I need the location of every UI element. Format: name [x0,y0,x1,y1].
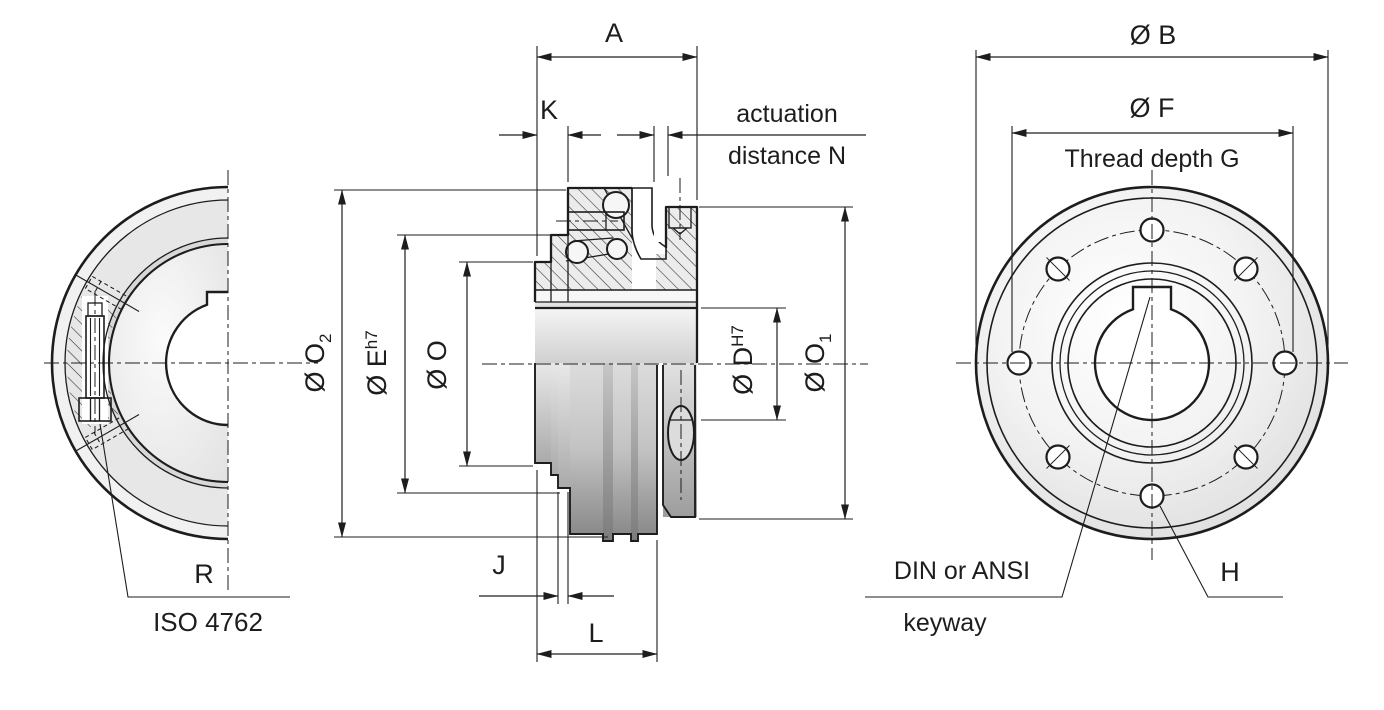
dim-label-f: Ø F [1130,93,1175,123]
dim-label-d: Ø DH7 [728,325,758,395]
dim-label-l: L [588,618,603,648]
front-view: Ø B Ø F Thread depth G DIN or ANSI keywa… [865,20,1348,637]
section-outline-right [664,205,699,363]
label-thread-depth-g: Thread depth G [1064,145,1239,173]
dim-label-e: Ø Eh7 [362,330,392,395]
detent-ball [602,191,630,219]
label-iso-4762: ISO 4762 [153,607,263,637]
hub-wall-band [535,302,697,308]
dim-label-r: R [194,559,214,589]
lower-half-cylinders [534,363,697,542]
cap-screw [78,291,112,433]
dim-label-k: K [540,95,558,125]
flange-face-band [535,290,697,302]
dim-label-actuation-line2: distance N [728,142,846,170]
bore-surface [535,308,697,363]
section-view [482,178,868,542]
bore-keyway-half [164,290,229,427]
dim-label-a: A [605,18,623,48]
dim-label-actuation-line1: actuation [736,100,837,128]
dim-label-o1: Ø O1 [800,334,835,393]
side-view: R ISO 4762 [44,170,318,637]
dim-label-o2: Ø O2 [300,334,335,393]
section-dimensions: A K actuation distance N J L Ø O2 Ø Eh7 … [300,18,866,662]
leader-line-keyway [865,296,1151,598]
switch-lever [631,187,667,260]
leader-line-iso [99,423,290,598]
leader-line-h [1159,505,1283,598]
mid-ring-fill [65,200,228,526]
bearing-balls [565,237,628,264]
label-keyway-line1: DIN or ANSI [894,557,1030,585]
dim-label-h: H [1220,557,1240,587]
dim-label-o: Ø O [422,340,452,390]
actuation-gap [654,184,666,242]
label-keyway-line2: keyway [903,609,987,637]
dim-label-j: J [492,550,506,580]
dim-label-b: Ø B [1130,20,1177,50]
